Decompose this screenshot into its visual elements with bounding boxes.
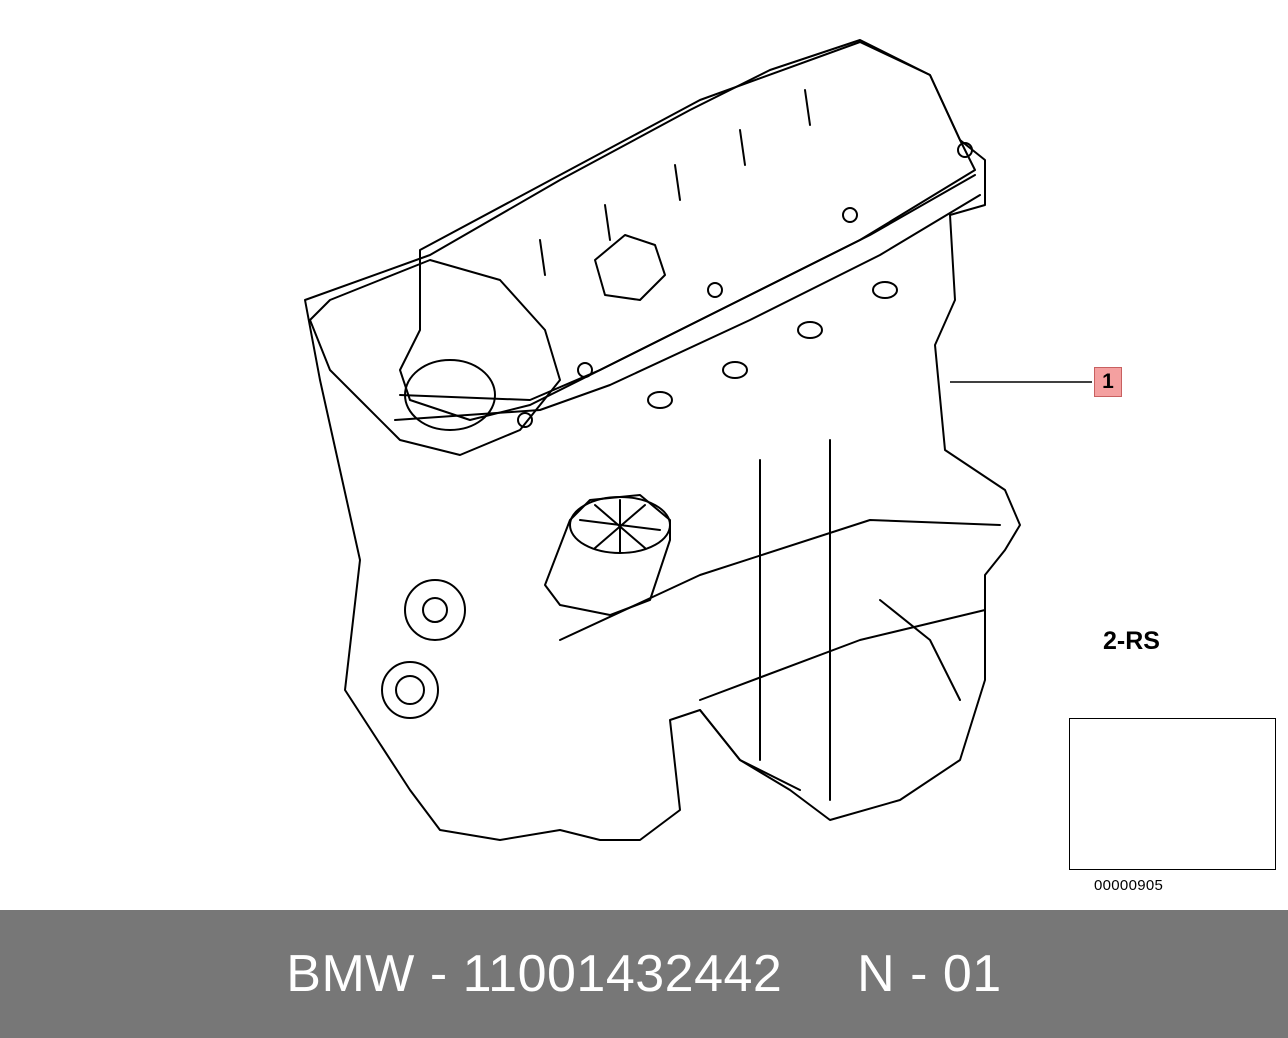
part-number-caption: BMW - 11001432442 N - 01 xyxy=(286,945,1002,1003)
footer-bar: BMW - 11001432442 N - 01 xyxy=(0,910,1288,1038)
variant-label: 2-RS xyxy=(1103,627,1160,655)
engine-illustration xyxy=(304,39,1021,841)
callout-badge[interactable]: 1 xyxy=(1094,367,1122,397)
engine-diagram xyxy=(304,39,1273,866)
vehicle-thumbnail-frame xyxy=(1069,718,1276,870)
thumbnail-code: 00000905 xyxy=(1094,877,1164,894)
